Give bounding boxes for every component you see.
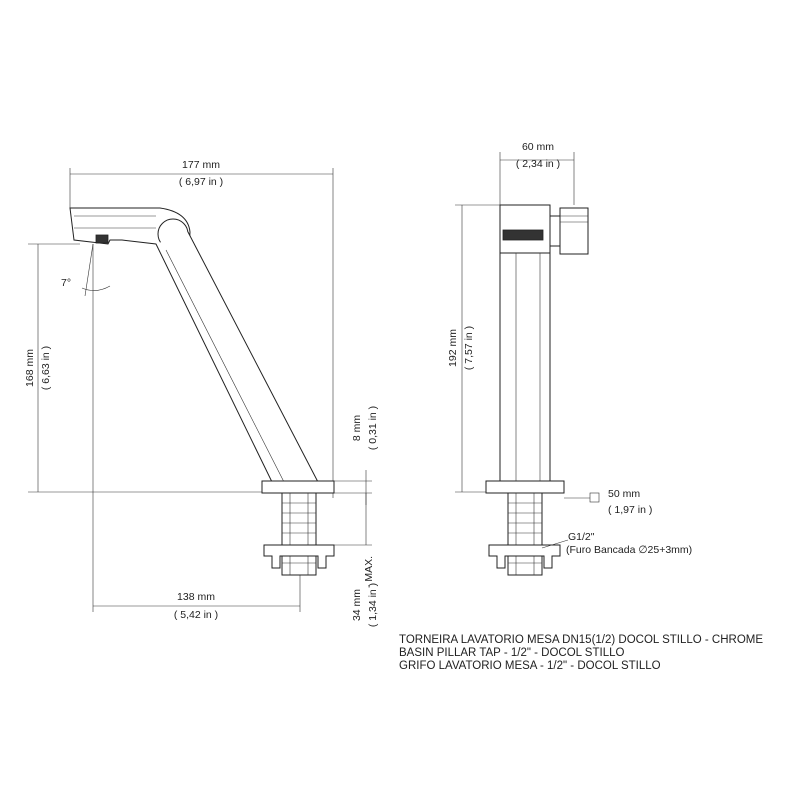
side-view: 60 mm ( 2,34 in ) 192 mm ( 7,57 in ) 50 …: [447, 141, 692, 576]
thread-max-label: - MAX.: [363, 556, 375, 588]
product-line-pt: TORNEIRA LAVATORIO MESA DN15(1/2) DOCOL …: [399, 634, 763, 646]
lever-handle: [559, 207, 589, 255]
base-square-mm-label: 50 mm: [608, 488, 640, 500]
product-line-es: GRIFO LAVATORIO MESA - 1/2" - DOCOL STIL…: [399, 660, 661, 672]
width-in-label: ( 6,97 in ): [179, 176, 223, 188]
square-symbol-icon: [589, 492, 600, 503]
side-width-in-label: ( 2,34 in ): [516, 158, 560, 170]
threaded-shank: [281, 492, 317, 576]
height-mm-label: 168 mm: [24, 349, 36, 387]
spout-neck: [155, 231, 319, 483]
angle-label: 7°: [61, 277, 71, 289]
side-height-mm-label: 192 mm: [447, 329, 459, 367]
front-view: 177 mm ( 6,97 in ) 168 mm ( 6,63 in ) 7°…: [24, 159, 379, 627]
side-thread-lines: [508, 493, 542, 575]
lever-joint: [549, 215, 561, 247]
side-fixing-nut: [488, 544, 561, 569]
base-square-in-label: ( 1,97 in ): [608, 504, 652, 516]
side-threaded-shank: [507, 492, 543, 576]
thread-mm-label: 34 mm: [351, 589, 363, 621]
side-body: [499, 252, 551, 482]
reach-in-label: ( 5,42 in ): [174, 609, 218, 621]
thread-in-label: ( 1,34 in ): [367, 583, 379, 627]
side-outlet: [502, 229, 544, 241]
hole-size-label: (Furo Bancada ∅25+3mm): [566, 544, 692, 556]
fixing-nut: [263, 544, 335, 569]
angle-line: [84, 243, 94, 297]
aerator-outlet: [95, 234, 109, 244]
spout-edge-line: [165, 249, 285, 483]
angle-arc: [81, 285, 111, 291]
side-height-in-label: ( 7,57 in ): [463, 326, 475, 370]
side-base-plate: [485, 480, 565, 494]
thread-lines: [282, 493, 316, 575]
base-mm-label: 8 mm: [351, 415, 363, 442]
product-line-en: BASIN PILLAR TAP - 1/2" - DOCOL STILLO: [399, 647, 624, 659]
base-in-label: ( 0,31 in ): [367, 406, 379, 450]
height-in-label: ( 6,63 in ): [40, 346, 52, 390]
product-description: TORNEIRA LAVATORIO MESA DN15(1/2) DOCOL …: [399, 634, 763, 672]
thread-size-label: G1/2": [568, 531, 595, 543]
width-mm-label: 177 mm: [182, 159, 220, 171]
leader-line: [541, 539, 569, 549]
base-plate: [261, 480, 335, 494]
side-head: [499, 204, 551, 254]
reach-mm-label: 138 mm: [177, 591, 215, 603]
side-width-mm-label: 60 mm: [522, 141, 554, 153]
